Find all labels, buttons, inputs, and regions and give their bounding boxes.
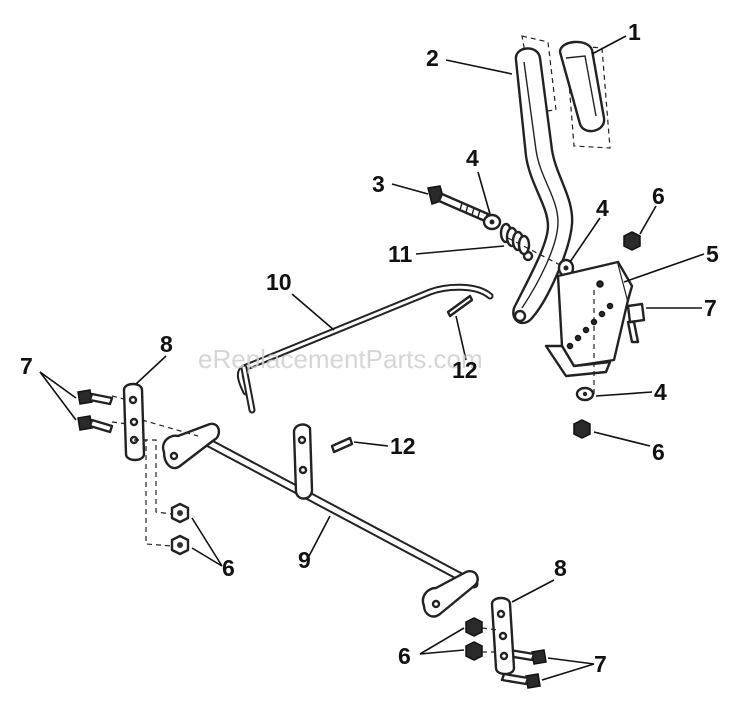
part-6-nut-left-a[interactable] [170,502,190,524]
callout-4-lower: 4 [654,379,667,405]
part-6-nut-left-b[interactable] [170,534,190,556]
part-5-bracket[interactable] [544,260,634,378]
part-6-nut-lower-right[interactable] [573,419,591,439]
assembly-lines [111,237,595,653]
callout-7-bottom: 7 [594,651,607,677]
part-4-washer-upper[interactable] [482,213,502,231]
part-6-nut-top-right[interactable] [623,231,641,251]
callout-9: 9 [298,547,311,573]
callout-6-left: 6 [222,555,235,581]
part-6-nut-bottom-a[interactable] [465,617,483,637]
part-9-cross-shaft[interactable] [161,422,479,618]
leader-lines [39,35,705,681]
callout-2: 2 [426,45,439,71]
part-12-cotter-pin-upper[interactable] [446,294,474,318]
callout-12-upper: 12 [452,357,478,383]
callout-8-right: 8 [554,555,567,581]
callout-labels: 1 2 3 4 4 4 5 6 6 6 6 7 7 7 8 8 9 10 11 … [20,19,719,677]
part-12-cotter-pin-lower[interactable] [330,436,354,454]
callout-5: 5 [706,241,719,267]
part-7-bolt-bottom-b[interactable] [500,672,541,689]
part-8-plate-left[interactable] [122,382,146,462]
part-6-nut-bottom-b[interactable] [465,641,483,661]
part-8-plate-right[interactable] [490,596,516,676]
watermark: eReplacementParts.com [198,344,483,374]
callout-4-bracket: 4 [596,195,609,221]
part-10-control-rod[interactable] [236,283,494,414]
callout-6-bottom: 6 [398,643,411,669]
callout-6-lower-right: 6 [652,439,665,465]
part-7-bolt-left-b[interactable] [77,415,114,434]
callout-6-top: 6 [652,183,665,209]
part-11-spring[interactable] [499,222,531,256]
part-7-bolt-left-a[interactable] [77,389,114,406]
callout-12-lower: 12 [390,433,416,459]
part-7-bolt-bracket[interactable] [626,302,646,344]
callout-4-upper: 4 [466,145,479,171]
callout-1: 1 [628,19,641,45]
callout-3: 3 [372,171,385,197]
part-4-washer-lower[interactable] [575,386,595,402]
callout-10: 10 [266,269,292,295]
callout-7-bracket: 7 [704,295,717,321]
part-2-pedal-arm[interactable] [512,35,574,325]
part-3-bolt[interactable] [427,185,490,223]
callout-11: 11 [388,241,413,267]
callout-8-left: 8 [160,331,173,357]
callout-7-left: 7 [20,353,33,379]
part-1-pedal-pad[interactable] [558,40,611,149]
